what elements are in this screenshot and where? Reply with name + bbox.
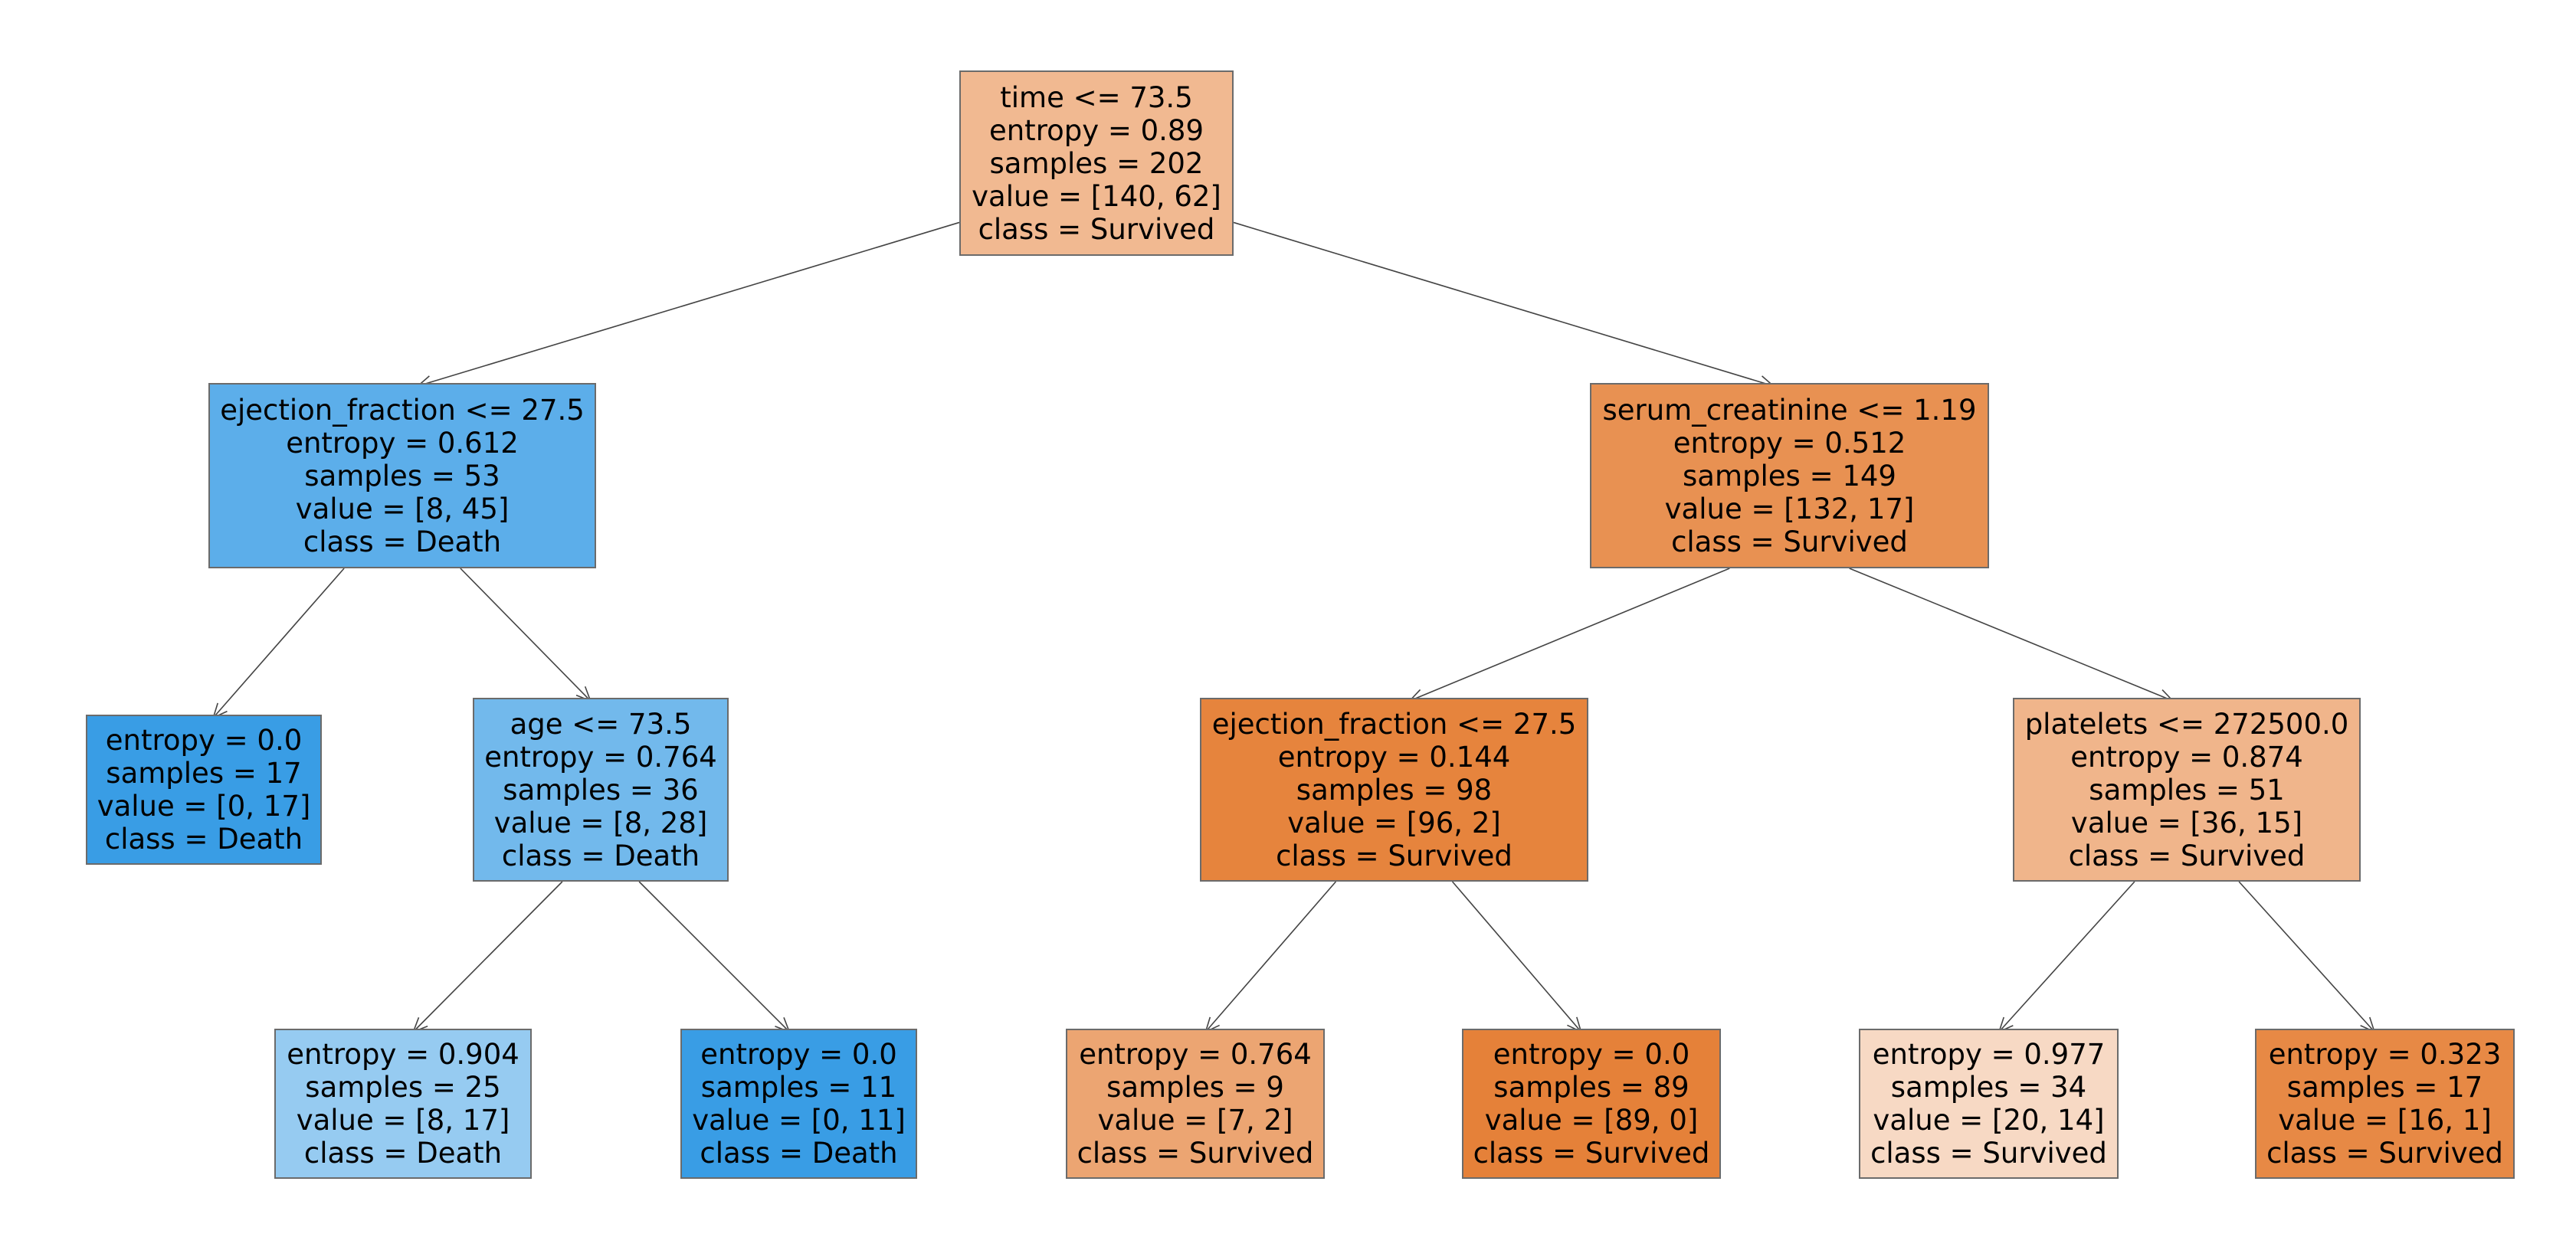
node-entropy-text: entropy = 0.512 — [1673, 426, 1906, 460]
node-samples-text: samples = 9 — [1106, 1071, 1284, 1104]
node-entropy-text: entropy = 0.764 — [1079, 1038, 1312, 1071]
node-class-text: class = Survived — [2068, 839, 2306, 872]
node-class-text: class = Death — [303, 525, 502, 558]
node-samples-text: samples = 36 — [503, 773, 699, 807]
node-split-text: age <= 73.5 — [510, 707, 692, 741]
node-entropy-text: entropy = 0.612 — [286, 426, 519, 460]
edge-n1-n2 — [212, 568, 345, 718]
edge-n3-n5 — [638, 881, 790, 1033]
node-entropy-text: entropy = 0.0 — [700, 1038, 897, 1071]
node-entropy-text: entropy = 0.323 — [2268, 1038, 2502, 1071]
node-split-text: serum_creatinine <= 1.19 — [1602, 393, 1977, 427]
node-samples-text: samples = 25 — [305, 1071, 501, 1104]
node-value-text: value = [132, 17] — [1664, 492, 1915, 525]
node-value-text: value = [16, 1] — [2278, 1104, 2492, 1137]
node-class-text: class = Survived — [1473, 1137, 1710, 1170]
node-samples-text: samples = 51 — [2089, 773, 2285, 807]
edge-n10-n11 — [1998, 881, 2135, 1033]
node-class-text: class = Survived — [978, 212, 1215, 246]
node-samples-text: samples = 17 — [2286, 1071, 2483, 1104]
node-class-text: class = Death — [501, 839, 700, 872]
node-value-text: value = [36, 15] — [2070, 806, 2303, 839]
edge-n0-n6 — [1233, 221, 1774, 387]
node-split-text: platelets <= 272500.0 — [2024, 707, 2349, 741]
node-samples-text: samples = 17 — [106, 757, 302, 790]
edge-n7-n9 — [1451, 881, 1582, 1033]
edge-n1-n3 — [460, 568, 592, 702]
node-samples-text: samples = 89 — [1493, 1071, 1689, 1104]
edge-n3-n4 — [412, 881, 563, 1033]
node-class-text: class = Death — [104, 823, 303, 856]
node-entropy-text: entropy = 0.0 — [1493, 1038, 1690, 1071]
node-value-text: value = [8, 17] — [296, 1104, 510, 1137]
node-value-text: value = [0, 17] — [97, 790, 311, 823]
node-entropy-text: entropy = 0.89 — [988, 113, 1204, 147]
node-entropy-text: entropy = 0.874 — [2070, 740, 2303, 774]
node-class-text: class = Survived — [1870, 1137, 2107, 1170]
edge-n10-n12 — [2238, 881, 2375, 1033]
node-value-text: value = [96, 2] — [1287, 806, 1501, 839]
node-value-text: value = [7, 2] — [1097, 1104, 1293, 1137]
node-entropy-text: entropy = 0.764 — [484, 740, 717, 774]
node-value-text: value = [8, 28] — [493, 806, 708, 839]
node-value-text: value = [89, 0] — [1484, 1104, 1699, 1137]
node-samples-text: samples = 11 — [700, 1071, 897, 1104]
node-value-text: value = [140, 62] — [972, 179, 1221, 213]
node-entropy-text: entropy = 0.977 — [1872, 1038, 2106, 1071]
node-samples-text: samples = 34 — [1890, 1071, 2087, 1104]
node-class-text: class = Death — [700, 1137, 898, 1170]
node-entropy-text: entropy = 0.904 — [287, 1038, 519, 1071]
node-class-text: class = Death — [303, 1137, 503, 1170]
node-class-text: class = Survived — [1077, 1137, 1314, 1170]
node-value-text: value = [20, 14] — [1873, 1104, 2105, 1137]
node-split-text: ejection_fraction <= 27.5 — [220, 393, 585, 427]
edge-n6-n10 — [1849, 568, 2174, 702]
node-samples-text: samples = 202 — [989, 146, 1204, 180]
node-value-text: value = [0, 11] — [692, 1104, 906, 1137]
node-split-text: ejection_fraction <= 27.5 — [1211, 707, 1577, 741]
edge-n6-n7 — [1409, 568, 1730, 702]
node-entropy-text: entropy = 0.0 — [105, 724, 303, 757]
node-samples-text: samples = 53 — [304, 459, 500, 493]
node-split-text: time <= 73.5 — [1000, 80, 1193, 114]
node-class-text: class = Survived — [2266, 1137, 2503, 1170]
node-entropy-text: entropy = 0.144 — [1277, 740, 1511, 774]
edge-n0-n1 — [418, 221, 960, 387]
edge-n7-n8 — [1204, 881, 1337, 1033]
node-class-text: class = Survived — [1671, 525, 1908, 558]
node-class-text: class = Survived — [1276, 839, 1512, 872]
node-value-text: value = [8, 45] — [295, 492, 510, 525]
node-samples-text: samples = 149 — [1683, 459, 1896, 493]
node-samples-text: samples = 98 — [1296, 773, 1493, 807]
